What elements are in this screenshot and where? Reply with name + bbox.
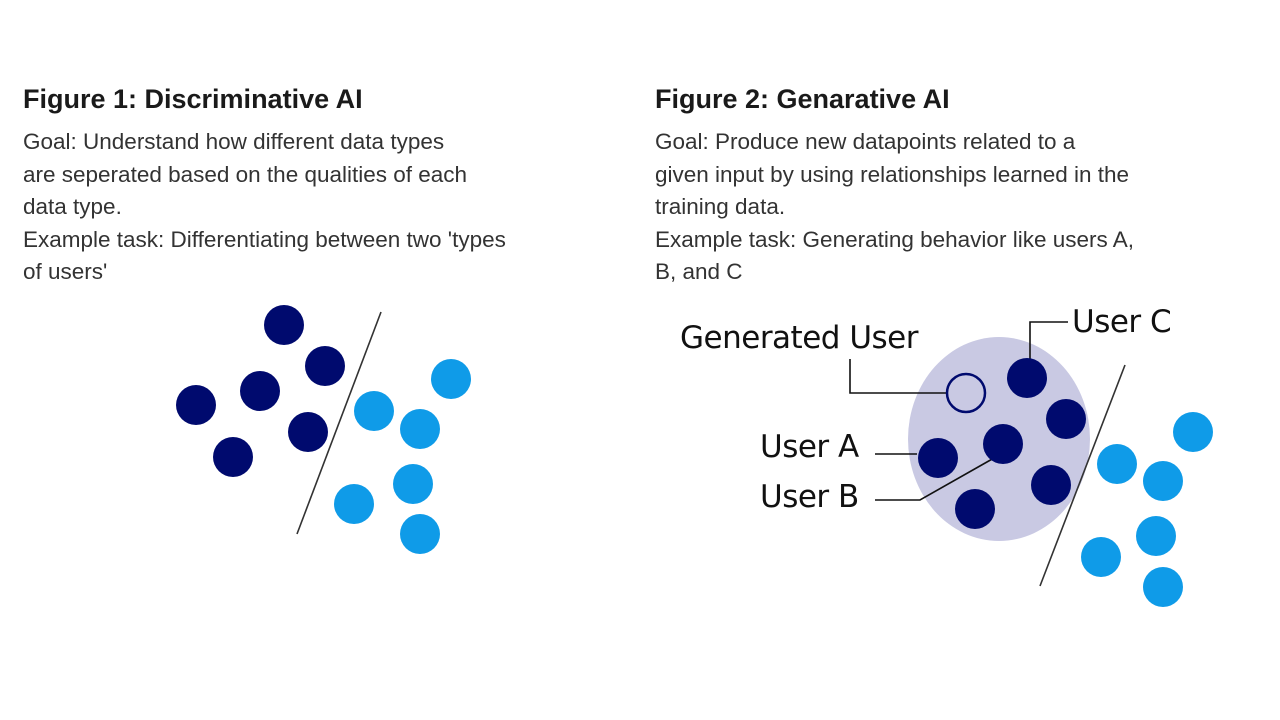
class-a-point (264, 305, 304, 345)
figure1-line: are seperated based on the qualities of … (23, 161, 468, 187)
class-a-point (240, 371, 280, 411)
other-point (1143, 461, 1183, 501)
other-points (1081, 412, 1213, 607)
class-a-point (213, 437, 253, 477)
figure1-line: data type. (23, 194, 122, 219)
user-a-point (918, 438, 958, 478)
other-point (1097, 444, 1137, 484)
class-a-point (176, 385, 216, 425)
class-a-point (305, 346, 345, 386)
user-points (918, 358, 1086, 529)
figure1-diagram (176, 305, 471, 554)
user-c-point (1007, 358, 1047, 398)
figure2-diagram (849, 321, 1213, 607)
other-point (1173, 412, 1213, 452)
class-b-point (431, 359, 471, 399)
user-b-label: User B (760, 479, 859, 515)
user-point (955, 489, 995, 529)
decision-boundary (1039, 364, 1126, 587)
class-b-point (400, 409, 440, 449)
figure1-line: Example task: Differentiating between tw… (23, 226, 506, 252)
user-c-label: User C (1072, 304, 1172, 340)
other-point (1136, 516, 1176, 556)
figure2-line: training data. (655, 194, 786, 219)
figure1-title: Figure 1: Discriminative AI (23, 84, 363, 114)
generated-user-leader (849, 359, 946, 394)
class-b-point (400, 514, 440, 554)
decision-boundary (296, 311, 382, 535)
user-c-leader (1029, 321, 1068, 360)
figure2-description: Goal: Produce new datapoints related to … (655, 126, 1255, 289)
figure2-line: B, and C (655, 259, 743, 284)
figure1-description: Goal: Understand how different data type… (23, 126, 633, 289)
figure1-line: of users' (23, 259, 108, 284)
figure2-line: Example task: Generating behavior like u… (655, 226, 1134, 252)
user-a-label: User A (760, 429, 859, 465)
figure2-line: given input by using relationships learn… (655, 161, 1130, 187)
figure2-title: Figure 2: Genarative AI (655, 84, 950, 114)
figure1-line: Goal: Understand how different data type… (23, 129, 445, 154)
class-b-point (334, 484, 374, 524)
generated-user-point (945, 372, 987, 414)
user-point (1046, 399, 1086, 439)
class-a-points (176, 305, 345, 477)
user-b-leader (875, 457, 995, 501)
class-b-points (334, 359, 471, 554)
generated-user-label: Generated User (680, 320, 918, 356)
user-b-point (983, 424, 1023, 464)
other-point (1143, 567, 1183, 607)
class-b-point (354, 391, 394, 431)
other-point (1081, 537, 1121, 577)
figure2-line: Goal: Produce new datapoints related to … (655, 129, 1076, 154)
user-point (1031, 465, 1071, 505)
class-b-point (393, 464, 433, 504)
class-a-point (288, 412, 328, 452)
